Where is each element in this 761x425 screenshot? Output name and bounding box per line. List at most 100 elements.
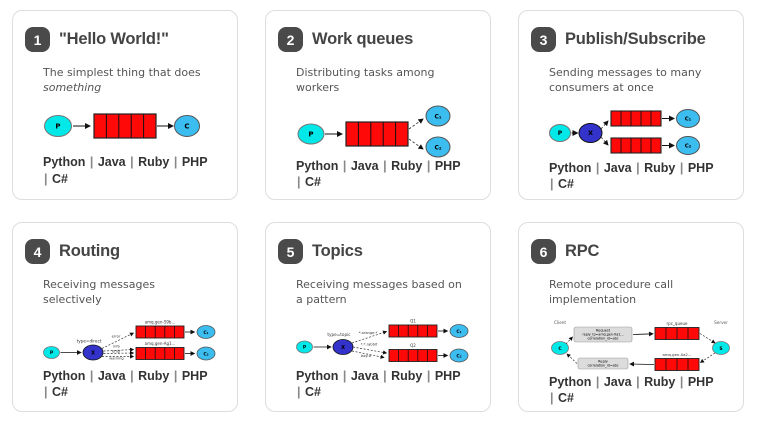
rpc-diagram: Client C Request reply_to=amq.gen-Xa2...… (551, 320, 730, 371)
lang-link-python[interactable]: Python (296, 368, 339, 383)
lang-link-ruby[interactable]: Ruby (138, 155, 170, 169)
tutorial-title: Work queues (312, 30, 414, 48)
language-links: Python | Java | Ruby | PHP | C# (549, 374, 735, 407)
language-links: Python | Java | Ruby | PHP | C# (296, 158, 482, 191)
tutorial-number-badge: 5 (278, 239, 303, 264)
separator: | (342, 158, 347, 173)
producer-node: P (297, 123, 325, 145)
lang-link-python[interactable]: Python (296, 158, 339, 173)
lang-link-python[interactable]: Python (43, 155, 86, 169)
card-routing: 4 Routing Receiving messages selectively… (12, 222, 238, 412)
queue (654, 357, 700, 371)
routing-diagram: P type=direct X error info error warning… (43, 319, 216, 360)
svg-text:C₂: C₂ (434, 144, 441, 151)
svg-text:amq.gen-Ag1...: amq.gen-Ag1... (145, 341, 176, 346)
svg-text:lazy.#: lazy.# (361, 354, 372, 358)
separator: | (679, 160, 684, 175)
svg-text:P: P (55, 122, 60, 130)
svg-text:C₁: C₁ (685, 117, 692, 123)
card-work-queues: 2 Work queues Distributing tasks among w… (265, 10, 491, 200)
card-body: Distributing tasks among workers P (296, 52, 478, 191)
svg-text:Server: Server (714, 320, 728, 325)
lang-link-java[interactable]: Java (350, 368, 379, 383)
language-links: Python | Java | Ruby | PHP | C# (43, 368, 229, 401)
card-body: The simplest thing that does something P (43, 52, 225, 187)
lang-link-ruby[interactable]: Ruby (391, 368, 423, 383)
exchange-node: X (332, 339, 354, 355)
hello-world-diagram: P C (44, 113, 200, 139)
separator: | (636, 374, 640, 389)
lang-link-php[interactable]: PHP (181, 368, 208, 383)
separator: | (130, 155, 134, 169)
lang-link-java[interactable]: Java (97, 368, 126, 383)
tutorial-description: Distributing tasks among workers (296, 66, 435, 94)
separator: | (297, 175, 301, 190)
lang-link-csharp[interactable]: C# (557, 391, 574, 406)
lang-link-csharp[interactable]: C# (304, 385, 321, 400)
queue (610, 137, 662, 154)
svg-text:S: S (719, 346, 722, 352)
consumer-node: C₁ (425, 105, 451, 127)
separator: | (173, 155, 178, 169)
card-body: Receiving messages based on a pattern P … (296, 264, 478, 401)
consumer-node: C₁ (449, 324, 469, 338)
svg-text:C₂: C₂ (456, 353, 461, 359)
lang-link-php[interactable]: PHP (181, 155, 208, 169)
lang-link-python[interactable]: Python (549, 374, 592, 389)
lang-link-java[interactable]: Java (603, 374, 632, 389)
separator: | (550, 391, 554, 406)
separator: | (679, 374, 684, 389)
svg-text:C₁: C₁ (203, 330, 208, 336)
queue (388, 324, 438, 338)
card-header: 1 "Hello World!" (25, 27, 225, 52)
separator: | (44, 385, 48, 400)
lang-link-php[interactable]: PHP (434, 158, 461, 173)
card-body: Receiving messages selectively P type=di… (43, 264, 225, 401)
lang-link-php[interactable]: PHP (687, 374, 714, 389)
lang-link-java[interactable]: Java (603, 160, 632, 175)
lang-link-csharp[interactable]: C# (51, 385, 68, 400)
tutorial-description: The simplest thing that does something (43, 66, 201, 94)
lang-link-java[interactable]: Java (350, 158, 379, 173)
card-topics: 5 Topics Receiving messages based on a p… (265, 222, 491, 412)
exchange-node: X (578, 122, 603, 143)
svg-text:X: X (341, 345, 345, 351)
queue (388, 348, 438, 362)
svg-text:amq.gen-Xa2...: amq.gen-Xa2... (663, 352, 692, 357)
lang-link-ruby[interactable]: Ruby (138, 368, 170, 383)
queue (654, 326, 700, 340)
separator: | (342, 368, 347, 383)
request-message-box: Request reply_to=amq.gen-Xa2... correlat… (573, 326, 633, 343)
lang-link-python[interactable]: Python (43, 368, 86, 383)
lang-link-csharp[interactable]: C# (557, 177, 574, 192)
lang-link-php[interactable]: PHP (687, 160, 714, 175)
consumer-node: C₂ (425, 136, 451, 158)
tutorial-description: Receiving messages based on a pattern (296, 278, 462, 306)
svg-text:C: C (184, 122, 189, 130)
card-header: 3 Publish/Subscribe (531, 27, 731, 52)
lang-link-ruby[interactable]: Ruby (644, 160, 676, 175)
svg-text:C₁: C₁ (456, 329, 461, 335)
lang-link-java[interactable]: Java (97, 155, 126, 169)
svg-text:error: error (112, 349, 121, 353)
queue (345, 121, 409, 147)
card-header: 5 Topics (278, 239, 478, 264)
svg-text:Q1: Q1 (410, 318, 416, 323)
svg-text:C: C (558, 346, 562, 352)
svg-text:X: X (91, 350, 95, 356)
lang-link-python[interactable]: Python (549, 160, 592, 175)
topics-diagram: P type=topic X *.orange.* *.*.rabbit laz… (296, 318, 469, 363)
lang-link-csharp[interactable]: C# (304, 175, 321, 190)
lang-link-php[interactable]: PHP (434, 368, 461, 383)
lang-link-ruby[interactable]: Ruby (644, 374, 676, 389)
lang-link-csharp[interactable]: C# (51, 171, 68, 186)
card-body: Remote procedure call implementation Cli… (549, 264, 731, 407)
lang-link-ruby[interactable]: Ruby (391, 158, 423, 173)
tutorial-description: Remote procedure call implementation (549, 278, 674, 306)
tutorial-description: Receiving messages selectively (43, 278, 155, 306)
svg-text:C₁: C₁ (434, 113, 441, 120)
svg-text:type=topic: type=topic (327, 332, 351, 337)
separator: | (44, 171, 48, 186)
card-header: 4 Routing (25, 239, 225, 264)
separator: | (173, 368, 178, 383)
